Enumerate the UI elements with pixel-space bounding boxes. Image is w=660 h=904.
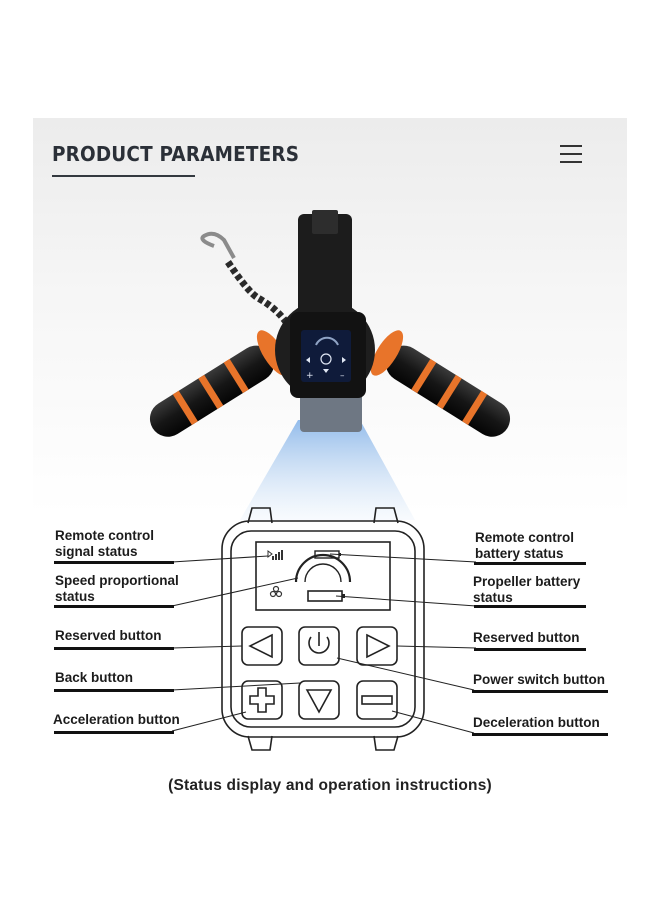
label-underline: [54, 561, 174, 564]
power-button: [298, 626, 340, 666]
label-power: Power switch button: [473, 672, 606, 687]
label-underline: [474, 605, 586, 608]
reserved-left-button: [241, 626, 283, 666]
label-underline: [474, 648, 586, 651]
reserved-right-button: [356, 626, 398, 666]
label-underline: [472, 733, 608, 736]
arrow-left-icon: [248, 633, 273, 659]
menu-icon[interactable]: [560, 145, 582, 163]
back-button: [298, 680, 340, 720]
power-icon: [308, 636, 330, 654]
title-underline: [52, 175, 195, 177]
acceleration-button: [241, 680, 283, 720]
deceleration-button: [356, 680, 398, 720]
minus-icon: [361, 695, 393, 705]
label-reserved-left: Reserved button: [55, 628, 162, 643]
label-underline: [54, 731, 174, 734]
label-acceleration: Acceleration button: [53, 712, 180, 727]
remote-body: [221, 520, 425, 738]
label-back: Back button: [55, 670, 134, 685]
caption: (Status display and operation instructio…: [168, 777, 492, 794]
arrow-down-icon: [305, 689, 333, 714]
propeller-icon: [269, 585, 283, 598]
label-underline: [472, 690, 608, 693]
label-reserved-right: Reserved button: [473, 630, 580, 645]
status-screen: [255, 541, 391, 611]
label-underline: [54, 647, 174, 650]
label-underline: [54, 605, 174, 608]
label-underline: [54, 689, 174, 692]
plus-icon: [249, 687, 275, 713]
label-underline: [474, 562, 586, 565]
arrow-right-icon: [366, 633, 391, 659]
page-title: PRODUCT PARAMETERS: [52, 142, 300, 166]
signal-icon: [267, 550, 283, 560]
label-deceleration: Deceleration button: [473, 715, 600, 730]
